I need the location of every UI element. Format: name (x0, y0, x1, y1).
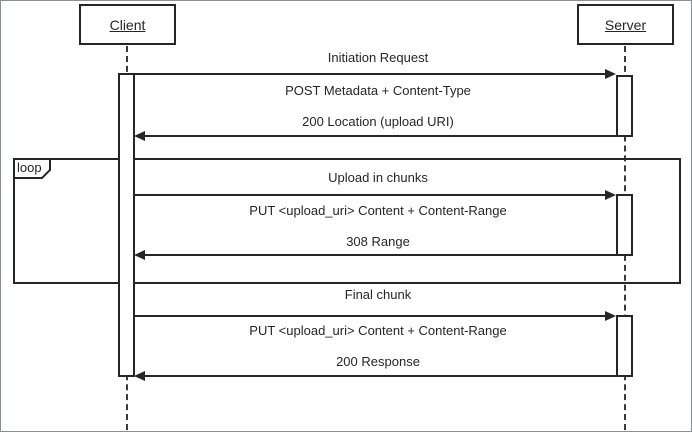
section-title-3: Final chunk (344, 287, 412, 302)
actor-client-box: Client (79, 4, 176, 45)
loop-label: loop (17, 160, 42, 175)
server-activation-bar-1 (616, 75, 633, 137)
response-arrow-line-3 (145, 375, 616, 377)
section-title-2: Upload in chunks (328, 170, 428, 185)
request-arrowhead-icon-2 (605, 190, 616, 200)
response-label-3: 200 Response (336, 354, 420, 369)
loop-tab-pentagon-icon (13, 158, 51, 179)
loop-operator-tab: loop (13, 158, 51, 179)
response-label-1: 200 Location (upload URI) (302, 114, 454, 129)
server-activation-bar-3 (616, 315, 633, 377)
response-arrowhead-icon-2 (134, 250, 145, 260)
response-arrowhead-icon-1 (134, 131, 145, 141)
response-label-2: 308 Range (346, 234, 410, 249)
server-activation-bar-2 (616, 194, 633, 256)
section-title-1: Initiation Request (327, 50, 429, 65)
client-activation-bar (118, 73, 135, 377)
loop-frame (13, 158, 681, 284)
request-arrow-line-1 (134, 73, 606, 75)
actor-server-box: Server (577, 4, 674, 45)
request-label-2: PUT <upload_uri> Content + Content-Range (249, 203, 507, 218)
response-arrow-line-2 (145, 254, 616, 256)
request-arrow-line-2 (134, 194, 606, 196)
request-label-3: PUT <upload_uri> Content + Content-Range (249, 323, 507, 338)
response-arrowhead-icon-3 (134, 371, 145, 381)
actor-client-label: Client (109, 16, 146, 33)
request-arrowhead-icon-3 (605, 311, 616, 321)
response-arrow-line-1 (145, 135, 616, 137)
request-arrow-line-3 (134, 315, 606, 317)
request-label-1: POST Metadata + Content-Type (285, 83, 471, 98)
actor-server-label: Server (604, 16, 647, 33)
request-arrowhead-icon-1 (605, 69, 616, 79)
